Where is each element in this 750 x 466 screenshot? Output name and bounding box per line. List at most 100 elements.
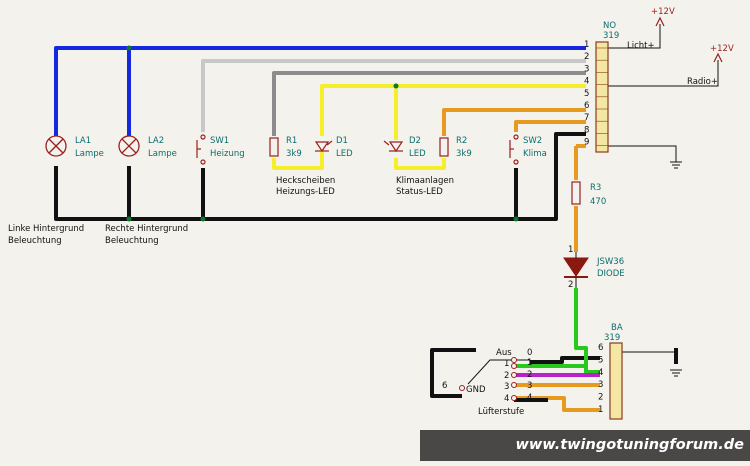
r3-value: 470: [590, 197, 606, 207]
switch-sw2: [509, 134, 519, 165]
note-rechts-1: Rechte Hintergrund: [105, 224, 188, 234]
note-klima-2: Status-LED: [396, 187, 443, 197]
connector-ba-pins: 6 5 4 3 2 1: [598, 343, 603, 415]
connector-ba-pin-3: 3: [598, 380, 603, 390]
wire-light-gray: [201, 59, 586, 132]
diode-jsw36: [563, 252, 589, 288]
fan-pos-number-0: 0: [527, 348, 532, 358]
sw2-ref: SW2: [523, 136, 542, 146]
ground-symbol-no: [670, 161, 682, 169]
fan-pos-number-6: 6: [442, 381, 447, 391]
resistor-r2: [439, 137, 449, 157]
note-links-2: Beleuchtung: [8, 236, 62, 246]
watermark-text: www.twingotuningforum.de: [515, 437, 744, 453]
connector-no-pin-2: 2: [584, 52, 589, 62]
fan-pos-label-0: Aus: [496, 348, 512, 358]
connector-no-ref: NO: [603, 21, 616, 31]
r2-value: 3k9: [456, 149, 472, 159]
la1-value: Lampe: [75, 149, 104, 159]
connector-no-pin-9: 9: [584, 138, 589, 148]
fan-switch: [459, 357, 517, 401]
fan-pos-label-4: 4: [504, 394, 509, 404]
power-right-label: +12V: [710, 44, 734, 54]
connector-ba-value: 319: [604, 333, 620, 343]
ground-symbol-ba: [670, 369, 682, 377]
connector-no-pins: 1 2 3 4 5 6 7 8 9: [584, 40, 608, 148]
wire-blue: [54, 46, 586, 136]
la1-ref: LA1: [75, 136, 91, 146]
connector-no-pin-6: 6: [584, 101, 589, 111]
la2-ref: LA2: [148, 136, 164, 146]
junctions: [126, 45, 519, 222]
jsw36-value: DIODE: [597, 269, 625, 279]
net-licht: Licht+: [627, 41, 655, 51]
connector-no-pin-8: 8: [584, 125, 589, 135]
note-klima-1: Klimaanlagen: [396, 176, 454, 186]
fan-pos-label-3: 3: [504, 382, 509, 392]
r1-ref: R1: [286, 136, 297, 146]
net-radio: Radio+: [687, 77, 718, 87]
r3-ref: R3: [590, 183, 601, 193]
fan-pos-number-2: 2: [527, 370, 532, 380]
led-d1: [314, 140, 333, 153]
diode-pin-anode: 1: [568, 245, 573, 255]
connector-ba-pin-4: 4: [598, 368, 603, 378]
fan-pos-label-2: 2: [504, 371, 509, 381]
connector-no-pin-5: 5: [584, 89, 589, 99]
connector-ba-pin-2: 2: [598, 393, 603, 403]
diode-pin-cathode: 2: [568, 280, 573, 290]
jsw36-ref: JSW36: [596, 257, 624, 267]
sw1-value: Heizung: [210, 149, 245, 159]
led-d2: [383, 140, 404, 153]
connector-ba: 6 5 4 3 2 1 BA 319: [598, 323, 623, 420]
wire-yellow: [272, 84, 586, 170]
connector-ba-pin-1: 1: [598, 405, 603, 415]
switch-sw1: [196, 134, 206, 165]
note-heck-1: Heckscheiben: [276, 176, 335, 186]
connector-no-pin-7: 7: [584, 113, 589, 123]
connector-ba-ref: BA: [611, 323, 623, 333]
d1-ref: D1: [336, 136, 348, 146]
power-symbol-right: +12V: [710, 44, 734, 63]
sw1-ref: SW1: [210, 136, 229, 146]
fan-switch-label: Lüfterstufe: [478, 407, 524, 417]
lamp-la1: LA1 Lampe: [45, 135, 104, 159]
resistor-r3: [571, 181, 581, 205]
d2-value: LED: [409, 149, 426, 159]
wire-gray: [272, 71, 586, 136]
wire-black: [54, 132, 600, 398]
wire-orange: [442, 108, 586, 252]
fan-pos-number-1: 1: [527, 358, 532, 368]
lamp-la2: LA2 Lampe: [118, 135, 177, 159]
r1-value: 3k9: [286, 149, 302, 159]
connector-no-pin-1: 1: [584, 40, 589, 50]
connector-ba-pin-5: 5: [598, 355, 603, 365]
power-left-label: +12V: [651, 7, 675, 17]
la2-value: Lampe: [148, 149, 177, 159]
fan-pos-number-4: 4: [527, 393, 532, 403]
connector-no: 1 2 3 4 5 6 7 8 9 NO 319: [584, 21, 619, 153]
ground-post-ba: [674, 348, 678, 364]
resistor-r1: [269, 137, 279, 157]
d1-value: LED: [336, 149, 353, 159]
fan-pos-number-3: 3: [527, 381, 532, 391]
note-heck-2: Heizungs-LED: [276, 187, 335, 197]
wire-fan: [514, 373, 600, 412]
connector-no-value: 319: [603, 31, 619, 41]
fan-pos-label-1: 1: [504, 359, 509, 369]
wire-green: [514, 288, 600, 374]
connector-no-pin-4: 4: [584, 77, 589, 87]
d2-ref: D2: [409, 136, 421, 146]
watermark-band: [420, 430, 750, 461]
sw2-value: Klima: [523, 149, 547, 159]
r2-ref: R2: [456, 136, 467, 146]
note-links-1: Linke Hintergrund: [8, 224, 84, 234]
connector-no-pin-3: 3: [584, 64, 589, 74]
connector-ba-pin-6: 6: [598, 343, 603, 353]
note-rechts-2: Beleuchtung: [105, 236, 159, 246]
power-symbol-left: +12V: [651, 7, 675, 27]
fan-pos-gnd: GND: [466, 385, 486, 395]
